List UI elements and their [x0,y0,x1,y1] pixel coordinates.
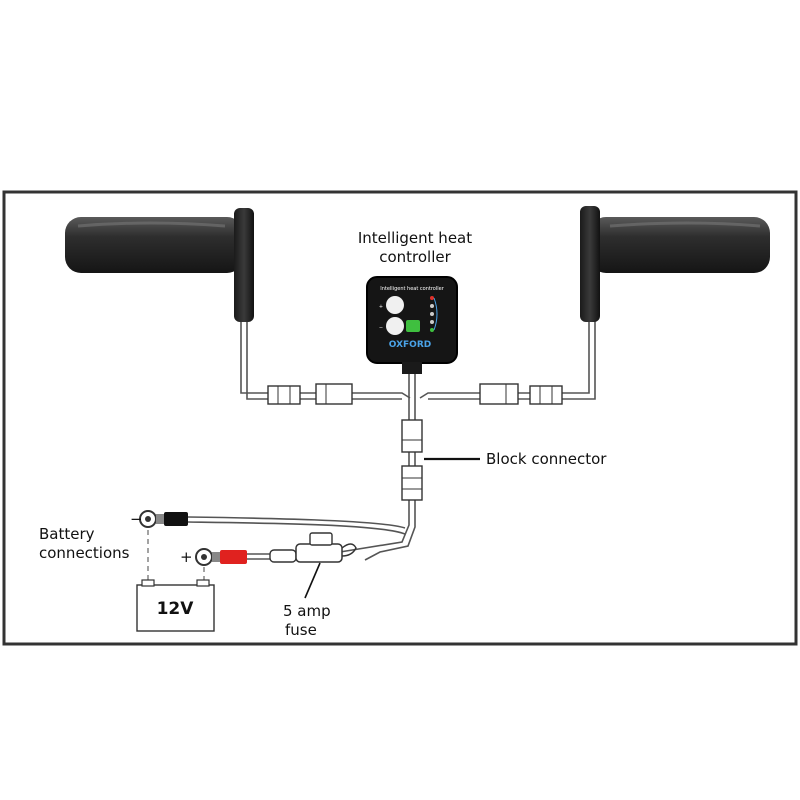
level-led-icon [430,296,434,300]
bus-connector-left-grip [267,385,301,405]
power-led-icon [406,320,420,332]
bus-connector-right [479,383,519,405]
controller-minus-label: − [379,325,383,331]
battery-voltage: 12V [157,599,195,619]
level-led-icon [430,304,434,308]
battery-label-line2: connections [39,544,130,562]
plus-button-icon [386,296,404,314]
wiring-harness [147,318,596,585]
level-led-icon [430,312,434,316]
bus-connector-right-grip [529,385,563,405]
controller-label-line1: Intelligent heat [358,229,472,247]
level-led-icon [430,328,434,332]
controller-plus-label: + [379,304,383,310]
negative-sign: − [130,510,143,528]
battery-label-line1: Battery [39,525,95,543]
left-grip [65,208,254,322]
fuse-holder [269,532,357,563]
heat-controller: Intelligent heat controller + − OXFORD [366,276,458,374]
minus-button-icon [386,317,404,335]
positive-sign: + [180,548,193,566]
fuse-label-line2: fuse [285,621,317,639]
controller-caption: Intelligent heat controller [380,286,444,292]
negative-terminal [139,510,188,528]
right-grip [580,206,770,322]
positive-terminal [195,548,247,566]
block-connector-label: Block connector [486,450,607,468]
controller-label-line2: controller [379,248,451,266]
fuse-pointer [304,562,321,599]
controller-lead-connector [401,419,423,453]
bus-connector-left [315,383,353,405]
brand-logo: OXFORD [389,340,431,350]
block-connector [401,465,423,501]
battery: 12V [136,579,215,632]
fuse-label-line1: 5 amp [283,602,331,620]
level-led-icon [430,320,434,324]
